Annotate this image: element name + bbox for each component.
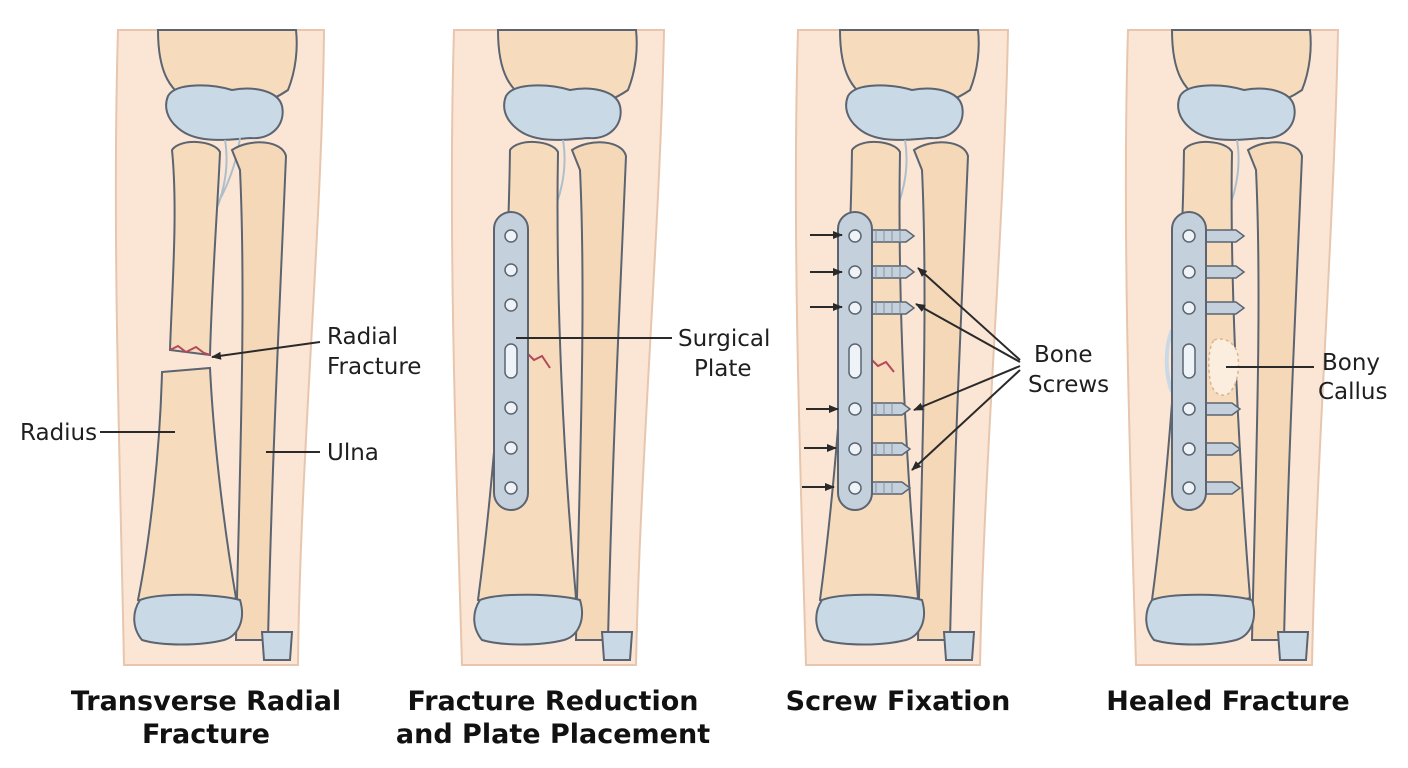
radial-fracture-arrow: [211, 341, 321, 360]
label-surgical-plate-line2: Plate: [694, 356, 752, 382]
elbow-joint: [838, 29, 980, 219]
label-ulna: Ulna: [327, 440, 379, 466]
fracture-line: [869, 357, 895, 373]
caption-panel-2-line2: and Plate Placement: [396, 719, 710, 750]
label-radius: Radius: [20, 420, 97, 446]
fracture-line: [169, 344, 211, 356]
label-radial-fracture-line2: Fracture: [327, 354, 421, 380]
label-radial-fracture-line1: Radial: [327, 324, 398, 350]
surgical-plate: [1171, 211, 1207, 511]
label-surgical-plate-line1: Surgical: [678, 326, 770, 352]
insertion-arrows: [802, 231, 843, 491]
ulna-bone: [912, 141, 970, 641]
panel-plate-placement: Surgical Plate Fracture Reduction and Pl…: [396, 29, 770, 750]
surgical-plate: [837, 211, 873, 511]
ulna-bone: [570, 141, 628, 641]
label-bone-screws-line1: Bone: [1034, 342, 1093, 368]
caption-panel-4: Healed Fracture: [1106, 686, 1349, 717]
caption-panel-3: Screw Fixation: [786, 686, 1011, 717]
radius-upper-fragment: [168, 141, 222, 357]
bony-callus: [1208, 338, 1240, 396]
fracture-line: [525, 351, 551, 369]
panel-healed-fracture: Bony Callus Healed Fracture: [1106, 29, 1388, 717]
caption-panel-1-line1: Transverse Radial: [71, 686, 341, 717]
elbow-joint: [156, 29, 298, 219]
panel-screw-fixation: Bone Screws Screw Fixation: [786, 29, 1109, 717]
elbow-joint: [1170, 29, 1312, 219]
caption-panel-1-line2: Fracture: [142, 719, 270, 750]
label-bone-screws-line2: Screws: [1028, 372, 1109, 398]
bone-screws-pointers: [911, 267, 1021, 471]
elbow-joint: [496, 29, 638, 219]
label-bony-callus-line1: Bony: [1322, 350, 1380, 376]
ulna-bone: [230, 141, 288, 641]
surgical-plate: [493, 211, 529, 511]
label-bony-callus-line2: Callus: [1318, 379, 1388, 405]
ulna-bone: [1246, 141, 1304, 641]
caption-panel-2-line1: Fracture Reduction: [407, 686, 698, 717]
panel-transverse-fracture: Radial Fracture Radius Ulna Transverse R…: [20, 29, 421, 750]
